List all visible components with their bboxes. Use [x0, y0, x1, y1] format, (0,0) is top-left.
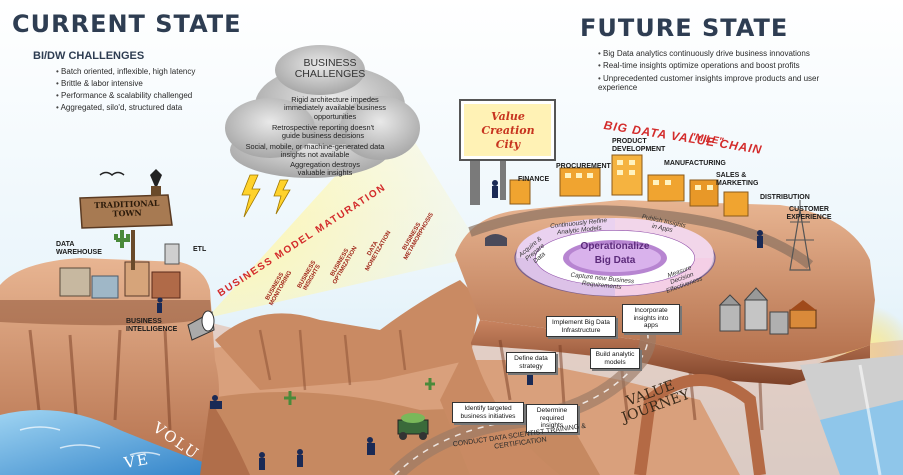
bi-line2: INTELLIGENCE — [126, 326, 178, 333]
list-item: Unprecedented customer insights improve … — [598, 72, 838, 92]
operationalize-big-data-center: Operationalize Big Data — [568, 240, 662, 268]
etl-label: ETL — [193, 246, 207, 253]
challenge-item: Aggregation destroys valuable insights — [290, 160, 360, 178]
journey-step-build-models: Build analytic models — [590, 348, 640, 370]
journey-step-incorporate-insights: Incorporate insights into apps — [622, 304, 680, 333]
bi-dw-challenges-subtitle: BI/DW CHALLENGES — [33, 50, 145, 62]
journey-step-implement-infrastructure: Implement Big Data Infrastructure — [546, 316, 616, 338]
future-state-bullets: Big Data analytics continuously drive bu… — [598, 48, 838, 92]
list-item: Batch oriented, inflexible, high latency — [56, 66, 256, 78]
challenge-item: Retrospective reporting doesn't guide bu… — [271, 123, 375, 141]
station-sales-marketing: SALES & MARKETING — [716, 172, 759, 187]
current-state-title: CURRENT STATE — [12, 10, 242, 38]
journey-step-determine-insights: Determine required insights — [526, 404, 578, 433]
data-warehouse-line1: DATA — [56, 241, 75, 248]
data-warehouse-label: DATA WAREHOUSE — [56, 241, 102, 257]
cycle-center-line1: Operationalize — [580, 241, 650, 252]
current-state-bullets: Batch oriented, inflexible, high latency… — [56, 66, 256, 114]
cycle-center-line2: Big Data — [594, 255, 636, 266]
station-product-development: PRODUCT DEVELOPMENT — [612, 138, 666, 153]
traditional-town-sign: TRADITIONAL TOWN — [86, 198, 169, 220]
business-challenges-heading: BUSINESS CHALLENGES — [270, 58, 390, 80]
challenge-item: Rigid architecture impedes immediately a… — [284, 95, 386, 121]
business-challenges-title-line2: CHALLENGES — [294, 68, 366, 80]
data-warehouse-line2: WAREHOUSE — [56, 249, 102, 256]
journey-step-identify-initiatives: Identify targeted business initiatives — [452, 402, 524, 424]
billboard-line1: Value Creation — [481, 110, 535, 137]
list-item: Brittle & labor intensive — [56, 78, 256, 90]
bi-line1: BUSINESS — [126, 318, 162, 325]
list-item: Aggregated, silo'd, structured data — [56, 102, 256, 114]
station-procurement: PROCUREMENT — [556, 163, 611, 170]
station-manufacturing: MANUFACTURING — [664, 160, 726, 167]
list-item: Performance & scalability challenged — [56, 90, 256, 102]
list-item: Real-time insights optimize operations a… — [598, 60, 838, 72]
future-state-title: FUTURE STATE — [580, 14, 789, 42]
billboard-line2: City — [495, 138, 521, 151]
station-finance: FINANCE — [518, 176, 550, 183]
list-item: Big Data analytics continuously drive bu… — [598, 48, 838, 60]
journey-step-define-strategy: Define data strategy — [506, 352, 556, 374]
value-creation-city-billboard: Value Creation City — [466, 110, 550, 152]
station-distribution: DISTRIBUTION — [760, 194, 810, 201]
station-customer-experience: CUSTOMER EXPERIENCE — [786, 206, 832, 221]
business-challenges-title-line1: BUSINESS — [303, 57, 357, 69]
business-intelligence-label: BUSINESS INTELLIGENCE — [126, 318, 177, 334]
challenge-item: Social, mobile, or machine-generated dat… — [245, 142, 385, 160]
